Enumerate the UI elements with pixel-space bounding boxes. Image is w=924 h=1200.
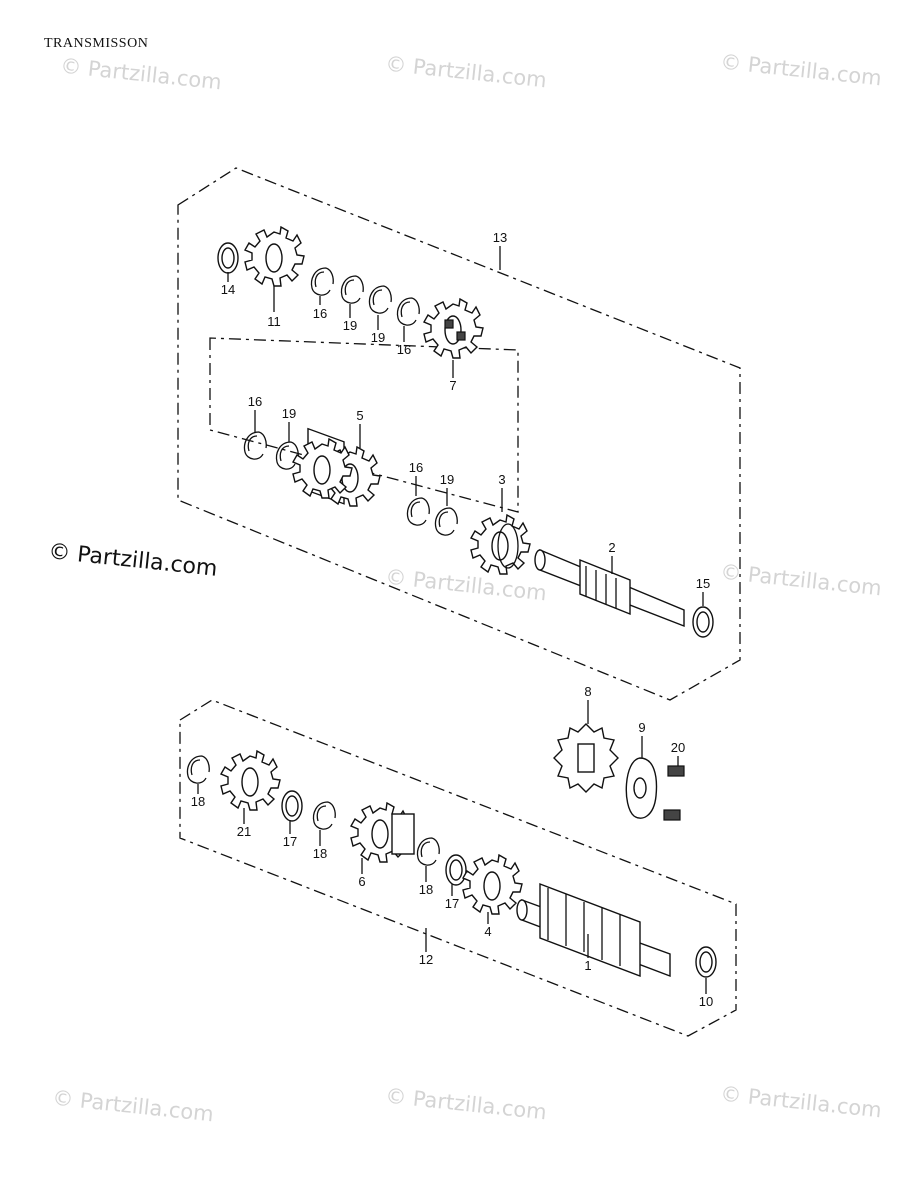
callout-17: 17 xyxy=(283,834,297,849)
callout-18: 18 xyxy=(313,846,327,861)
callout-19: 19 xyxy=(440,472,454,487)
page-title: TRANSMISSON xyxy=(44,36,149,51)
ring-15 xyxy=(692,606,714,638)
callout-16: 16 xyxy=(313,306,327,321)
lower-assembly-outline xyxy=(179,699,737,1037)
gear-5 xyxy=(292,427,381,507)
gear-3 xyxy=(470,514,531,575)
callout-4: 4 xyxy=(484,924,491,939)
upper-assembly-outline xyxy=(177,167,741,701)
callout-16: 16 xyxy=(409,460,423,475)
gear-11 xyxy=(244,226,305,287)
sub-assembly-outline xyxy=(209,337,519,513)
callout-10: 10 xyxy=(699,994,713,1009)
callout-15: 15 xyxy=(696,576,710,591)
ring-10 xyxy=(695,946,717,978)
callout-12: 12 xyxy=(419,952,433,967)
gear-4 xyxy=(462,854,523,915)
circlip-19d xyxy=(434,507,458,536)
callout-18: 18 xyxy=(419,882,433,897)
lock-plate-9 xyxy=(625,757,658,819)
callout-19: 19 xyxy=(282,406,296,421)
washer-17b xyxy=(445,854,467,886)
callout-18: 18 xyxy=(191,794,205,809)
circlip-19b xyxy=(368,285,392,314)
circlip-18c xyxy=(416,837,440,866)
callout-3: 3 xyxy=(498,472,505,487)
callout-2: 2 xyxy=(608,540,615,555)
callout-19: 19 xyxy=(343,318,357,333)
callout-17: 17 xyxy=(445,896,459,911)
sprocket-8 xyxy=(553,723,619,793)
callout-21: 21 xyxy=(237,824,251,839)
circlip-18 xyxy=(186,755,210,784)
callout-6: 6 xyxy=(358,874,365,889)
shaft-2 xyxy=(534,548,685,628)
callout-1: 1 xyxy=(584,958,591,973)
callout-16: 16 xyxy=(397,342,411,357)
gear-6 xyxy=(350,802,415,863)
callout-9: 9 xyxy=(638,720,645,735)
callout-11: 11 xyxy=(267,314,281,329)
circlip-16d xyxy=(406,497,430,526)
ring-14 xyxy=(217,242,239,274)
callout-16: 16 xyxy=(248,394,262,409)
circlip-18b xyxy=(312,801,336,830)
circlip-16b xyxy=(396,297,420,326)
bolt-20 xyxy=(663,765,685,821)
callout-19: 19 xyxy=(371,330,385,345)
callout-13: 13 xyxy=(493,230,507,245)
callout-8: 8 xyxy=(584,684,591,699)
circlip-16c xyxy=(243,431,267,460)
callout-7: 7 xyxy=(449,378,456,393)
circlip-16 xyxy=(310,267,334,296)
gear-21 xyxy=(220,750,281,811)
callout-20: 20 xyxy=(671,740,685,755)
callout-14: 14 xyxy=(221,282,235,297)
washer-17 xyxy=(281,790,303,822)
callout-labels: 13 14 11 16 19 19 16 7 16 19 5 16 19 3 2… xyxy=(191,230,713,1009)
gear-7 xyxy=(423,298,484,359)
shaft-1 xyxy=(516,882,671,978)
circlip-19c xyxy=(275,441,299,470)
callout-5: 5 xyxy=(356,408,363,423)
circlip-19 xyxy=(340,275,364,304)
